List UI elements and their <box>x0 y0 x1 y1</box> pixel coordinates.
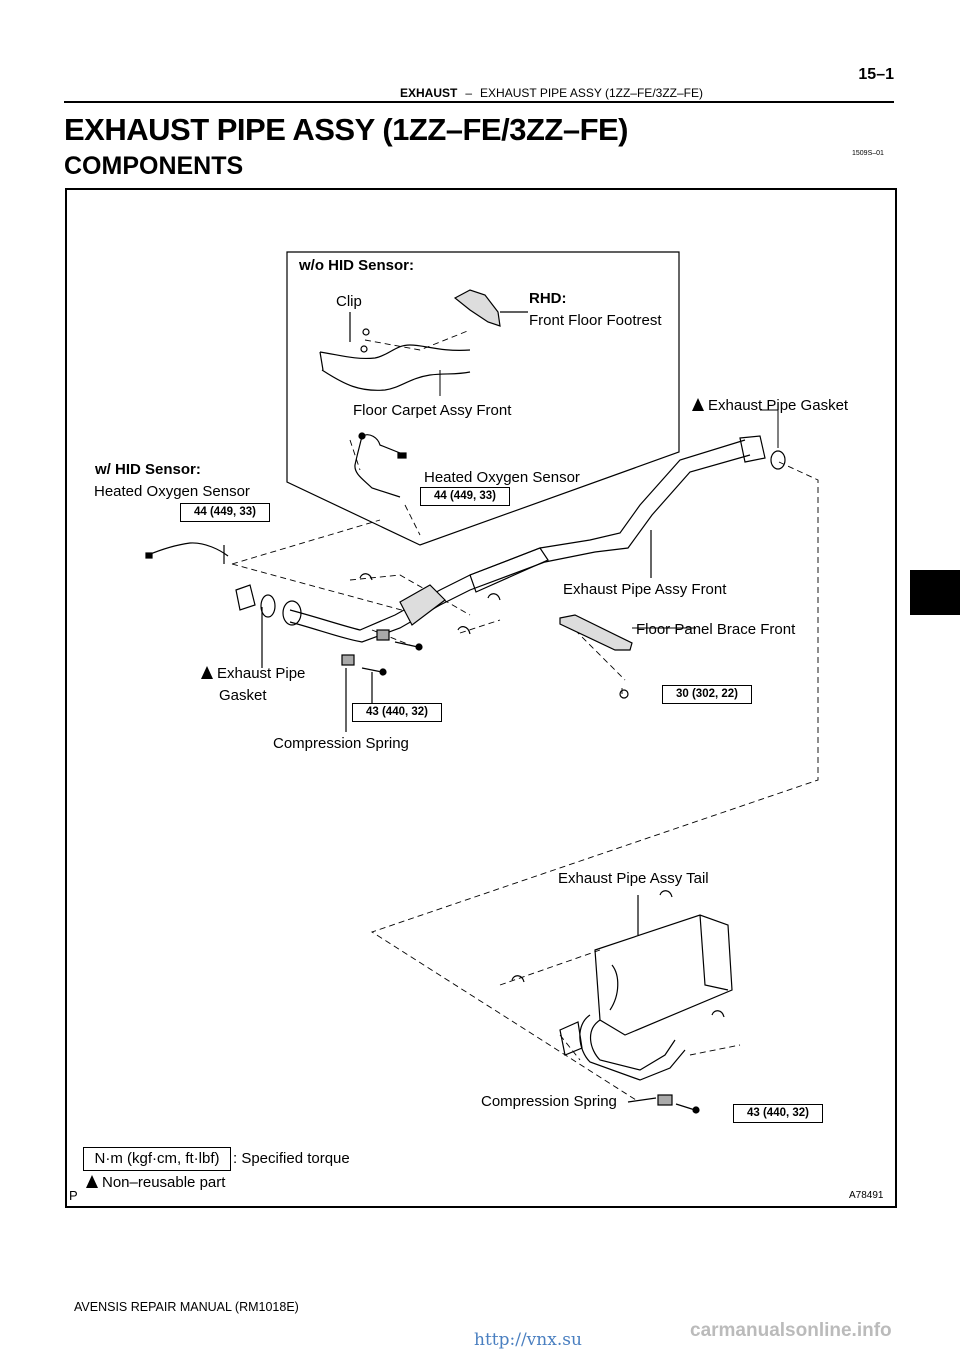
footer-manual: AVENSIS REPAIR MANUAL (RM1018E) <box>74 1300 299 1314</box>
hangers-drawing <box>235 573 501 668</box>
header-rule <box>64 101 894 103</box>
front-pipe-drawing <box>260 435 786 643</box>
tail-spring-drawing <box>627 1094 700 1114</box>
watermark-site[interactable]: carmanualsonline.info <box>690 1320 892 1341</box>
non-reusable-icon <box>86 1175 98 1188</box>
header-separator: – <box>465 86 473 100</box>
o2-sensor-drawing <box>354 432 407 498</box>
torque-tail-bolt: 43 (440, 32) <box>733 1104 823 1123</box>
section-tab <box>910 570 960 615</box>
torque-front-bolt: 43 (440, 32) <box>352 703 442 722</box>
legend-nonreusable: Non–reusable part <box>86 1173 225 1193</box>
figure-p-mark: P <box>69 1188 78 1203</box>
non-reusable-icon <box>201 666 213 679</box>
header-subsection: EXHAUST PIPE ASSY (1ZZ–FE/3ZZ–FE) <box>480 86 703 100</box>
label-gasket-front: Exhaust Pipe <box>201 664 305 684</box>
inset-heading: w/o HID Sensor: <box>299 257 415 274</box>
footrest-drawing <box>453 289 528 327</box>
figure-code: A78491 <box>849 1190 884 1201</box>
reference-code: 1509S–01 <box>852 150 884 157</box>
tail-pipe-drawing <box>511 890 733 1081</box>
legend-torque-box: N·m (kgf·cm, ft·lbf) <box>83 1147 231 1171</box>
brace-drawing <box>559 614 633 699</box>
header-section: EXHAUST <box>400 86 458 100</box>
page-title: EXHAUST PIPE ASSY (1ZZ–FE/3ZZ–FE) <box>64 112 629 147</box>
label-spring-front: Compression Spring <box>273 735 409 752</box>
torque-brace: 30 (302, 22) <box>662 685 752 704</box>
section-subtitle: COMPONENTS <box>64 152 244 180</box>
legend-torque-text: : Specified torque <box>233 1150 350 1167</box>
hid-sensor-drawing <box>145 542 229 564</box>
label-clip: Clip <box>336 293 362 310</box>
torque-o2-sensor: 44 (449, 33) <box>420 487 510 506</box>
front-springs-drawing <box>341 629 423 732</box>
dashed-guides <box>231 329 819 1101</box>
label-o2-sensor: Heated Oxygen Sensor <box>424 469 580 486</box>
label-pipe-tail: Exhaust Pipe Assy Tail <box>558 870 709 887</box>
watermark-url[interactable]: http://vnx.su <box>474 1330 582 1350</box>
label-gasket-rear: Exhaust Pipe Gasket <box>692 396 848 416</box>
running-header: EXHAUST–EXHAUST PIPE ASSY (1ZZ–FE/3ZZ–FE… <box>400 86 703 100</box>
label-carpet: Floor Carpet Assy Front <box>353 402 512 419</box>
label-footrest: Front Floor Footrest <box>529 312 662 329</box>
figure-frame <box>65 188 897 1208</box>
torque-hid-sensor: 44 (449, 33) <box>180 503 270 522</box>
label-hid-sensor: Heated Oxygen Sensor <box>94 483 250 500</box>
page-number: 15–1 <box>858 66 894 83</box>
leader-lines <box>439 370 779 629</box>
floor-carpet-drawing <box>319 312 471 391</box>
label-spring-tail: Compression Spring <box>481 1093 617 1110</box>
label-brace: Floor Panel Brace Front <box>636 621 796 638</box>
label-rhd: RHD: <box>529 290 567 307</box>
label-gasket-front-line2: Gasket <box>219 687 267 704</box>
label-hid-heading: w/ HID Sensor: <box>95 461 201 478</box>
inset-outline <box>286 251 680 546</box>
label-pipe-front: Exhaust Pipe Assy Front <box>563 581 727 598</box>
non-reusable-icon <box>692 398 704 411</box>
